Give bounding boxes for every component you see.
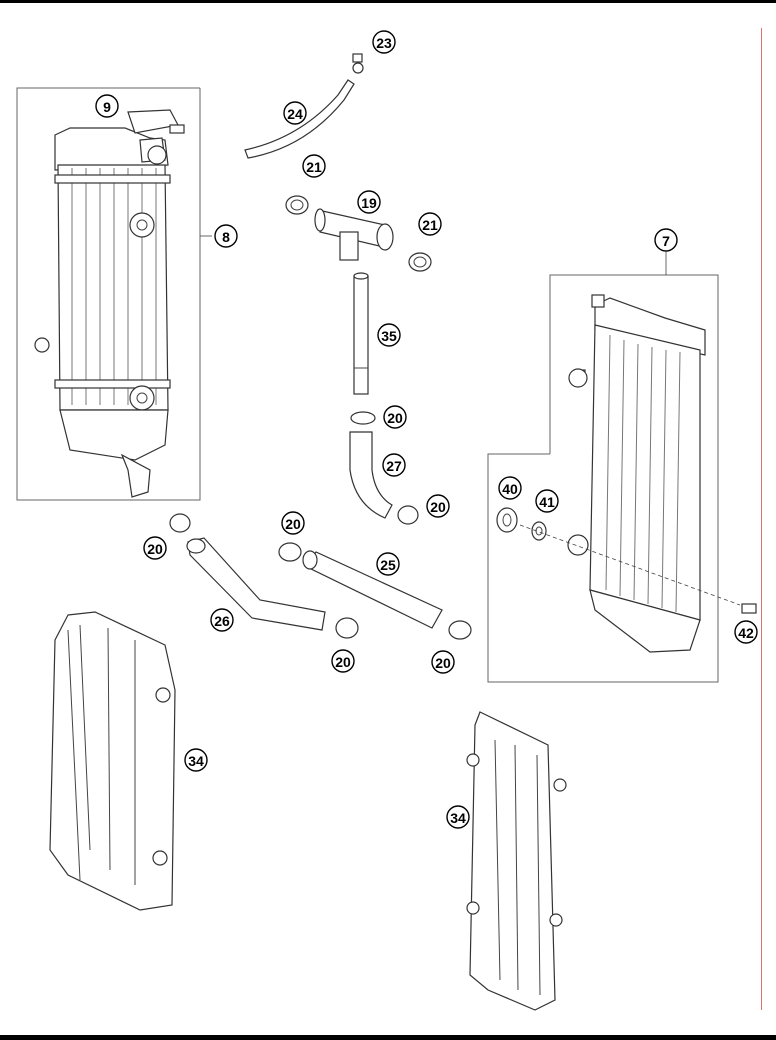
svg-text:20: 20 (285, 516, 301, 532)
callout-21-right: 21 (418, 212, 442, 236)
top-border (0, 0, 776, 3)
hose-clamp-21-right[interactable] (408, 252, 432, 272)
right-radiator[interactable] (567, 294, 706, 653)
svg-text:20: 20 (147, 541, 163, 557)
callout-20-upper: 20 (383, 405, 407, 429)
svg-text:41: 41 (539, 494, 555, 510)
callout-20-elbow: 20 (426, 494, 450, 518)
svg-text:34: 34 (450, 810, 466, 826)
svg-text:7: 7 (662, 233, 670, 249)
svg-text:9: 9 (103, 99, 111, 115)
bottom-border (0, 1035, 776, 1040)
svg-text:35: 35 (381, 328, 397, 344)
callout-20-mid: 20 (281, 511, 305, 535)
svg-text:23: 23 (376, 35, 392, 51)
svg-text:20: 20 (387, 410, 403, 426)
screw[interactable] (741, 603, 757, 614)
svg-text:21: 21 (422, 217, 438, 233)
hose-clamp-20-26-bottom[interactable] (335, 617, 359, 639)
elbow-hose[interactable] (349, 431, 393, 519)
callout-41: 41 (535, 489, 559, 513)
callout-26: 26 (210, 608, 234, 632)
callout-21-left: 21 (302, 154, 326, 178)
callout-8: 8 (214, 224, 238, 248)
callout-34-right: 34 (446, 805, 470, 829)
t-piece-connector[interactable] (314, 208, 394, 261)
svg-text:20: 20 (435, 655, 451, 671)
radiator-guard-right[interactable] (466, 711, 567, 1011)
callout-20-bottom-left: 20 (331, 649, 355, 673)
radiator-cap[interactable] (127, 109, 185, 134)
svg-text:27: 27 (386, 458, 402, 474)
callout-27: 27 (382, 453, 406, 477)
radiator-hose-25[interactable] (302, 550, 443, 629)
svg-text:25: 25 (380, 557, 396, 573)
callout-34-left: 34 (184, 748, 208, 772)
radiator-guard-left[interactable] (49, 611, 176, 911)
svg-text:20: 20 (430, 499, 446, 515)
callout-24: 24 (283, 101, 307, 125)
hose-clamp-21-left[interactable] (285, 195, 309, 215)
svg-text:42: 42 (738, 625, 754, 641)
hose-clamp-20-elbow[interactable] (397, 505, 419, 525)
callout-40: 40 (498, 476, 522, 500)
svg-text:26: 26 (214, 613, 230, 629)
rubber-grommet[interactable] (496, 507, 518, 533)
hose-clamp-20-25-left[interactable] (278, 542, 302, 562)
callout-20-left: 20 (143, 536, 167, 560)
spacer-sleeve[interactable] (531, 521, 547, 541)
callout-19: 19 (357, 190, 381, 214)
svg-text:8: 8 (222, 229, 230, 245)
callout-42: 42 (734, 620, 758, 644)
svg-text:19: 19 (361, 195, 377, 211)
hose-clamp-20-26-top[interactable] (169, 513, 191, 533)
svg-text:40: 40 (502, 481, 518, 497)
callout-23: 23 (372, 30, 396, 54)
margin-line (761, 28, 762, 1010)
overflow-hose[interactable] (244, 79, 355, 159)
connecting-pipe[interactable] (353, 272, 369, 395)
hose-clamp-20-upper[interactable] (350, 411, 376, 425)
left-radiator-group-frame (16, 87, 201, 501)
callout-7: 7 (654, 228, 678, 252)
svg-text:20: 20 (335, 654, 351, 670)
radiator-hose-26[interactable] (186, 537, 326, 631)
callout-35: 35 (377, 323, 401, 347)
hose-clamp-20-25-right[interactable] (448, 620, 472, 640)
callout-20-bottom-right: 20 (431, 650, 455, 674)
callout-25: 25 (376, 552, 400, 576)
svg-text:34: 34 (188, 753, 204, 769)
left-radiator[interactable] (34, 127, 171, 498)
svg-text:21: 21 (306, 159, 322, 175)
hose-clip-small[interactable] (352, 53, 364, 74)
right-radiator-group-frame (487, 274, 719, 683)
callout-9: 9 (95, 94, 119, 118)
svg-text:24: 24 (287, 106, 303, 122)
